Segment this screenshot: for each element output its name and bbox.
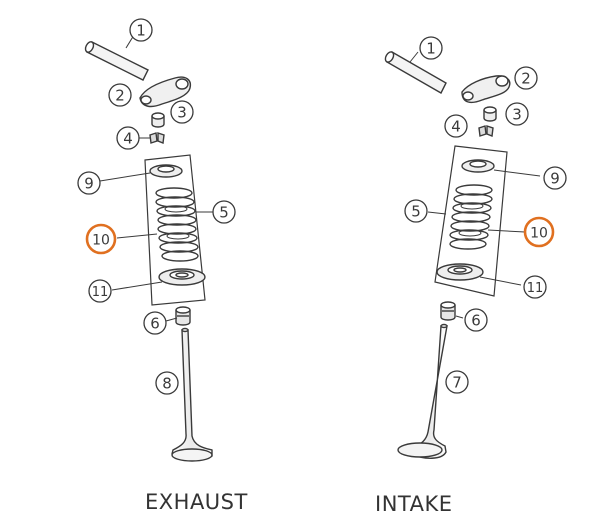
svg-text:2: 2 bbox=[115, 87, 125, 105]
exhaust-spring-retainer bbox=[149, 164, 183, 178]
svg-text:11: 11 bbox=[527, 281, 544, 296]
intake-spring-retainer bbox=[461, 159, 495, 173]
exhaust-valve-stem-seal bbox=[175, 306, 191, 326]
callout-intake-5[interactable]: 5 bbox=[404, 199, 428, 223]
svg-text:2: 2 bbox=[521, 70, 531, 88]
callout-exhaust-5[interactable]: 5 bbox=[212, 200, 236, 224]
exhaust-label: EXHAUST bbox=[145, 490, 248, 514]
callout-exhaust-2[interactable]: 2 bbox=[108, 83, 132, 107]
callout-exhaust-9[interactable]: 9 bbox=[77, 171, 101, 195]
svg-text:5: 5 bbox=[411, 203, 421, 221]
exhaust-spring-seat bbox=[158, 268, 206, 286]
svg-text:6: 6 bbox=[471, 312, 481, 330]
callout-intake-1[interactable]: 1 bbox=[419, 36, 443, 60]
intake-spring-group-frame bbox=[434, 145, 508, 297]
intake-rocker-arm bbox=[461, 75, 511, 104]
svg-text:5: 5 bbox=[219, 204, 229, 222]
svg-text:9: 9 bbox=[550, 170, 560, 188]
callout-intake-6[interactable]: 6 bbox=[464, 308, 488, 332]
exhaust-valve-spring bbox=[155, 187, 199, 262]
svg-text:8: 8 bbox=[162, 375, 172, 393]
svg-text:6: 6 bbox=[150, 315, 160, 333]
callout-intake-7[interactable]: 7 bbox=[445, 370, 469, 394]
callout-exhaust-10[interactable]: 10 bbox=[85, 223, 117, 255]
exhaust-rocker-roller bbox=[151, 112, 165, 128]
callout-intake-2[interactable]: 2 bbox=[514, 66, 538, 90]
intake-spring-seat bbox=[436, 263, 484, 281]
exhaust-valve bbox=[171, 327, 213, 462]
intake-assembly bbox=[384, 51, 541, 459]
callout-exhaust-4[interactable]: 4 bbox=[116, 126, 140, 150]
intake-rocker-shaft bbox=[384, 51, 447, 94]
svg-text:4: 4 bbox=[123, 130, 133, 148]
callout-intake-11[interactable]: 11 bbox=[523, 275, 547, 299]
intake-valve bbox=[397, 323, 448, 459]
callout-exhaust-6[interactable]: 6 bbox=[143, 311, 167, 335]
svg-text:7: 7 bbox=[452, 374, 462, 392]
callout-intake-10[interactable]: 10 bbox=[523, 216, 555, 248]
intake-rocker-roller bbox=[483, 106, 497, 122]
callout-intake-9[interactable]: 9 bbox=[543, 166, 567, 190]
svg-text:4: 4 bbox=[451, 118, 461, 136]
svg-text:10: 10 bbox=[92, 233, 110, 249]
exhaust-valve-collets bbox=[149, 132, 165, 144]
exhaust-rocker-shaft bbox=[84, 41, 149, 81]
callout-exhaust-11[interactable]: 11 bbox=[88, 279, 112, 303]
exhaust-spring-group-frame bbox=[144, 154, 206, 306]
intake-valve-spring bbox=[449, 184, 493, 250]
svg-text:10: 10 bbox=[530, 226, 548, 242]
svg-text:3: 3 bbox=[177, 104, 187, 122]
callout-exhaust-8[interactable]: 8 bbox=[155, 371, 179, 395]
intake-label: INTAKE bbox=[375, 492, 453, 516]
callout-exhaust-3[interactable]: 3 bbox=[170, 100, 194, 124]
svg-text:1: 1 bbox=[136, 22, 146, 40]
intake-valve-stem-seal bbox=[440, 301, 456, 321]
svg-text:1: 1 bbox=[426, 40, 436, 58]
exhaust-assembly bbox=[84, 34, 213, 462]
svg-text:9: 9 bbox=[84, 175, 94, 193]
callout-intake-4[interactable]: 4 bbox=[444, 114, 468, 138]
callouts: 1 2 3 4 5 6 8 9 bbox=[77, 18, 567, 395]
svg-text:11: 11 bbox=[92, 285, 109, 300]
callout-exhaust-1[interactable]: 1 bbox=[129, 18, 153, 42]
exhaust-rocker-arm bbox=[139, 76, 192, 108]
intake-valve-collets bbox=[478, 125, 494, 137]
callout-intake-3[interactable]: 3 bbox=[505, 102, 529, 126]
svg-text:3: 3 bbox=[512, 106, 522, 124]
